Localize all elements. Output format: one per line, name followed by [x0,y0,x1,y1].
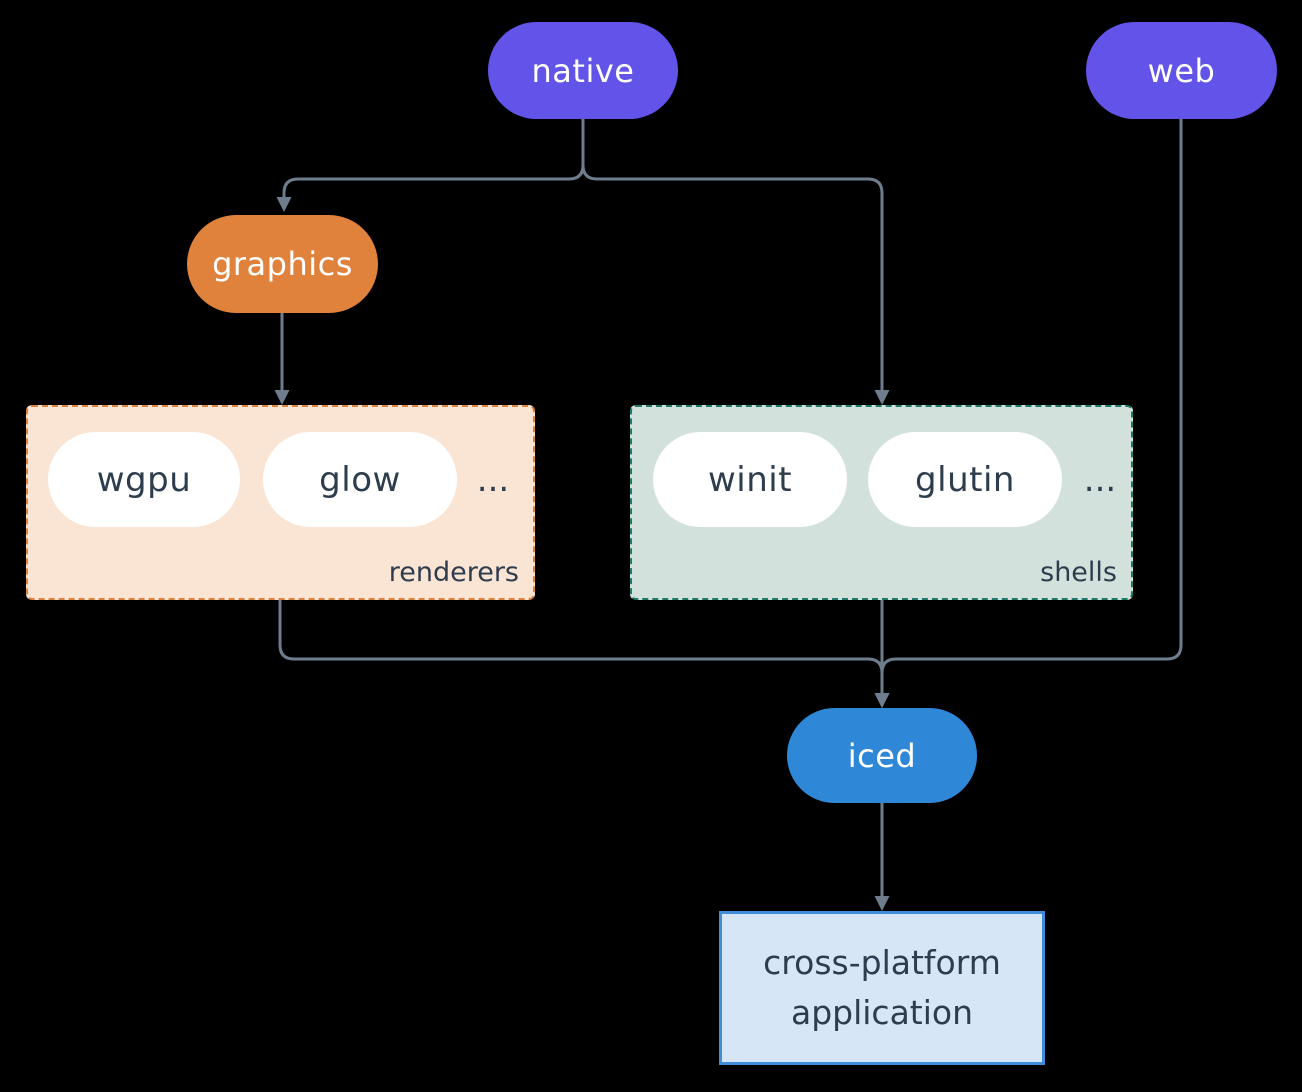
app-label-line2: application [790,993,974,1032]
edge-renderers-to-iced [278,600,890,708]
group-shells-label: shells [1040,557,1117,588]
node-glow-label: glow [319,459,401,500]
node-iced-label: iced [847,736,917,775]
node-glow: glow [263,432,457,527]
edge-native-to-shells [581,119,890,405]
node-graphics-label: graphics [212,245,353,283]
node-graphics: graphics [187,215,378,313]
node-wgpu-label: wgpu [96,459,192,500]
node-iced: iced [787,708,977,803]
node-glutin-label: glutin [915,459,1015,500]
node-web-label: web [1147,51,1216,90]
node-wgpu: wgpu [48,432,240,527]
node-native-label: native [531,51,635,90]
edge-web-to-iced [874,119,1183,708]
node-winit: winit [653,432,847,527]
group-renderers: wgpu glow ... renderers [26,405,535,600]
renderers-ellipsis: ... [476,460,510,500]
node-native: native [488,22,678,119]
shells-ellipsis: ... [1083,460,1117,500]
group-renderers-label: renderers [388,557,519,588]
node-cross-platform-application: cross-platform application [719,911,1045,1065]
node-web: web [1086,22,1277,119]
edge-native-to-graphics [276,119,585,212]
node-glutin: glutin [868,432,1062,527]
node-winit-label: winit [707,459,793,500]
app-label-line1: cross-platform [763,943,1001,982]
group-shells: winit glutin ... shells [630,405,1133,600]
